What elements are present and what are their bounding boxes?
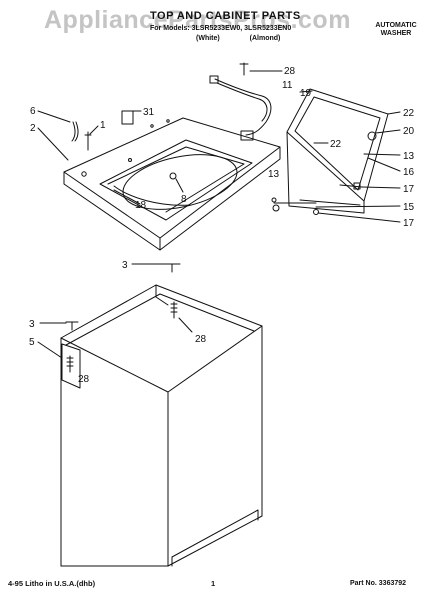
callout-3-upper: 3	[122, 260, 128, 271]
hinge-6	[37, 110, 79, 142]
screw-8	[169, 172, 184, 193]
diagram-title: TOP AND CABINET PARTS	[150, 10, 301, 22]
washer-lid	[286, 88, 389, 214]
callout-28-cabinet: 28	[195, 334, 207, 345]
callout-5: 5	[29, 337, 35, 348]
callout-labels: 28 11 19 22 22 20 13 16 17 15 17 13 8 18…	[29, 66, 415, 385]
callout-11: 11	[282, 80, 293, 91]
callout-13-right: 13	[403, 151, 415, 162]
product-line2: WASHER	[380, 30, 412, 37]
callout-3-lower: 3	[29, 319, 35, 330]
callout-15: 15	[403, 202, 415, 213]
callout-13-left: 13	[268, 169, 280, 180]
callout-28-bracket: 28	[78, 374, 90, 385]
leader-19	[299, 90, 313, 93]
screw-28-cabinet	[170, 301, 193, 333]
callout-1: 1	[100, 120, 106, 131]
watermark: AppliancePartsPros.com	[44, 6, 351, 34]
color-variants: (White) (Almond)	[196, 35, 308, 42]
lid-hardware	[271, 197, 401, 223]
washer-top-panel	[63, 117, 281, 251]
page-number: 1	[211, 579, 216, 588]
model-numbers: For Models: 3LSR5233EW0, 3LSR5233EN0	[150, 25, 292, 32]
callout-2: 2	[30, 123, 36, 134]
spring-1	[84, 125, 99, 151]
bracket-5	[37, 341, 81, 389]
callout-17-lower: 17	[403, 218, 415, 229]
color-almond: (Almond)	[249, 35, 281, 42]
product-line1: AUTOMATIC	[375, 22, 417, 29]
litho-date: 4-95 Litho in U.S.A.(dhb)	[8, 579, 96, 588]
callout-31: 31	[143, 107, 155, 118]
color-white: (White)	[196, 35, 220, 42]
clip-31	[121, 110, 142, 125]
callout-20: 20	[403, 126, 415, 137]
callout-19: 19	[300, 88, 312, 99]
washer-cabinet	[60, 284, 263, 567]
lid-hinge-20	[367, 129, 401, 141]
screw-3-lower	[39, 321, 79, 331]
wire-harness	[209, 75, 272, 141]
product-type: AUTOMATIC WASHER	[370, 22, 422, 38]
callout-8: 8	[181, 194, 187, 205]
callout-28-top: 28	[284, 66, 296, 77]
lid-bumpers	[353, 153, 401, 190]
leader-18	[113, 189, 141, 205]
screw-3-upper	[131, 263, 181, 273]
leader-22a	[387, 111, 401, 115]
callout-6: 6	[30, 106, 36, 117]
screw-top	[239, 62, 283, 76]
callout-22-mid: 22	[330, 139, 342, 150]
leader-2	[37, 127, 69, 161]
callout-18: 18	[135, 200, 147, 211]
callout-22-top: 22	[403, 108, 415, 119]
callout-16: 16	[403, 167, 415, 178]
part-number: Part No. 3363792	[350, 580, 407, 587]
callout-17-upper: 17	[403, 184, 415, 195]
